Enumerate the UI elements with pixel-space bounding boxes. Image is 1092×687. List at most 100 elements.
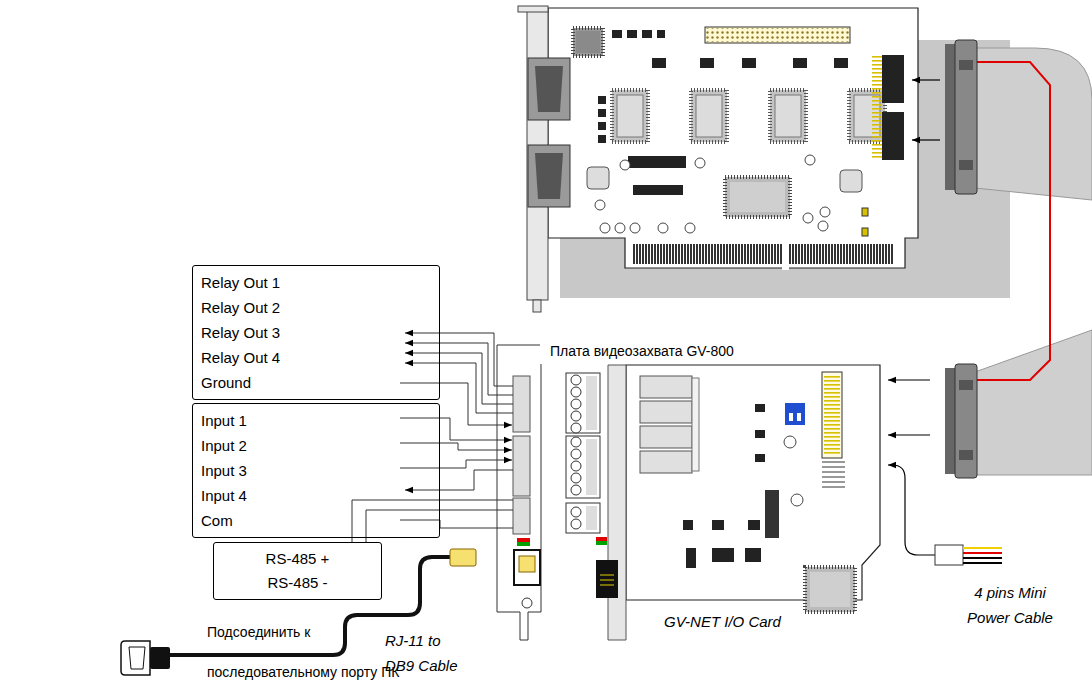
power-cable — [888, 465, 1002, 565]
io-card-terminals — [586, 376, 597, 430]
capture-card-bracket — [518, 6, 570, 312]
capture-card-components — [657, 30, 665, 38]
capture-card-components — [872, 55, 882, 160]
capture-card-components — [882, 55, 904, 103]
signal-wire — [405, 353, 513, 404]
part-label: Плата видеозахвата GV-800 — [540, 338, 835, 364]
io-card-components — [805, 567, 855, 612]
capture-card-board — [548, 8, 918, 270]
capture-card-components — [695, 158, 705, 168]
capture-card-components — [633, 185, 683, 195]
capture-card-components — [612, 90, 648, 142]
io-bracket — [497, 345, 541, 640]
plug-in-arrow — [888, 80, 940, 435]
signal-name: Relay Out 2 — [201, 295, 431, 320]
io-card-terminals — [600, 575, 614, 585]
capture-card-components — [882, 112, 904, 160]
io-card-terminals — [571, 507, 581, 517]
ribbon-connector — [959, 160, 973, 170]
io-card-components — [824, 374, 840, 456]
capture-card-components — [598, 122, 606, 130]
signal-wire — [405, 333, 513, 386]
signal-box: Relay Out 1Relay Out 2Relay Out 3Relay O… — [192, 265, 440, 400]
io-card-components — [789, 413, 793, 421]
capture-card-components — [573, 27, 904, 236]
io-card-terminals — [566, 373, 600, 433]
capture-card-components — [705, 27, 850, 43]
power-cable — [963, 562, 1002, 564]
part-label: GV-NET I/O Card — [664, 612, 781, 632]
capture-card-components — [862, 208, 868, 216]
signal-name: Ground — [201, 370, 431, 395]
capture-card-components — [691, 90, 727, 142]
io-bracket — [517, 542, 530, 546]
capture-card-components — [658, 223, 668, 233]
io-bracket — [514, 550, 540, 585]
power-cable — [963, 552, 1002, 554]
io-card-terminals — [571, 375, 581, 385]
signal-wire — [352, 500, 513, 542]
io-bracket — [517, 538, 530, 542]
io-card-components — [797, 413, 801, 421]
io-card-terminals — [596, 560, 618, 598]
capture-card-components — [627, 30, 637, 38]
capture-card-components — [685, 223, 695, 233]
io-card-components — [810, 572, 850, 607]
capture-card-bracket — [533, 300, 541, 312]
signal-wire — [400, 418, 512, 440]
signal-box: RS-485 +RS-485 - — [213, 542, 382, 600]
capture-card-components — [706, 28, 849, 42]
ribbon-cable — [962, 48, 1092, 475]
io-card-components — [640, 451, 692, 473]
ribbon-cable — [975, 48, 1092, 200]
capture-card-bracket — [518, 6, 548, 12]
signal-name: Relay Out 3 — [201, 320, 431, 345]
capture-card-board — [782, 240, 789, 270]
capture-card-components — [775, 95, 801, 137]
plug-in-arrow — [912, 139, 940, 140]
io-card-terminals — [596, 541, 607, 545]
io-card-components — [640, 376, 692, 398]
io-card-board — [608, 365, 626, 640]
capture-card-board — [632, 244, 894, 264]
io-card-components — [765, 490, 779, 538]
signal-wire — [405, 470, 513, 490]
io-card-components — [683, 520, 693, 530]
io-bracket — [522, 598, 532, 608]
ribbon-connector — [945, 40, 977, 478]
io-card-components — [748, 520, 760, 530]
serial-cable — [450, 549, 476, 566]
capture-card-components — [615, 223, 625, 233]
power-cable — [963, 557, 1002, 559]
io-card-components — [640, 401, 692, 423]
serial-cable — [121, 549, 476, 675]
signal-wire — [405, 343, 513, 395]
io-card-components — [755, 404, 765, 412]
io-bracket — [497, 345, 541, 640]
signal-name: RS-485 + — [222, 547, 373, 571]
capture-card-components — [696, 95, 722, 137]
capture-card-components — [803, 213, 813, 223]
signal-wire — [400, 383, 512, 425]
io-card-components — [791, 494, 803, 506]
io-card-components — [784, 436, 796, 448]
power-cable — [963, 547, 1002, 549]
io-card-terminals — [571, 423, 581, 433]
signal-name: Relay Out 1 — [201, 270, 431, 295]
io-bracket — [513, 498, 530, 534]
io-card-components — [755, 454, 765, 462]
signal-wire — [352, 333, 513, 542]
signal-name: Input 3 — [201, 458, 431, 483]
capture-card-components — [598, 96, 606, 104]
ribbon-connector — [959, 380, 973, 390]
io-card-board — [626, 365, 880, 600]
io-card-components — [640, 426, 692, 448]
io-card-components — [712, 548, 734, 562]
io-card-components — [686, 548, 696, 568]
capture-card-components — [793, 58, 807, 68]
capture-card-components — [576, 31, 600, 53]
ribbon-cable — [975, 330, 1092, 475]
io-card-components — [640, 372, 855, 612]
signal-wire — [400, 443, 512, 450]
capture-card-bracket — [528, 58, 570, 120]
